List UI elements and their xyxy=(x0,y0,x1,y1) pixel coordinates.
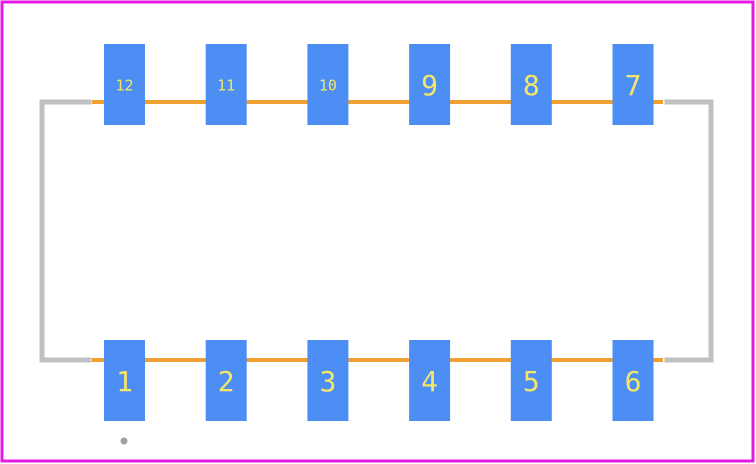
pad-4-label: 4 xyxy=(421,365,438,398)
pad-6-label: 6 xyxy=(625,365,642,398)
pad-1-copper xyxy=(104,340,145,421)
pad-2-copper xyxy=(205,340,247,421)
pad-8: 8 xyxy=(510,44,552,125)
pad-11: 11 xyxy=(205,44,247,125)
pad-1: 1 xyxy=(104,340,145,421)
pad-6-copper xyxy=(612,340,654,421)
pad-7: 7 xyxy=(612,44,654,125)
pad-10-label: 10 xyxy=(319,77,337,95)
pad-12: 12 xyxy=(104,44,145,125)
pad-7-label: 7 xyxy=(625,69,642,102)
pad-2: 2 xyxy=(205,340,247,421)
pad-1-label: 1 xyxy=(116,365,133,398)
pad-2-label: 2 xyxy=(218,365,235,398)
pad-8-label: 8 xyxy=(523,69,540,102)
pad-10: 10 xyxy=(307,44,349,125)
pad-11-copper xyxy=(205,44,247,125)
pad-3-copper xyxy=(307,340,349,421)
pad-3-label: 3 xyxy=(319,365,336,398)
pad-11-label: 11 xyxy=(217,77,235,95)
pad-9-copper xyxy=(409,44,451,125)
body-outline-left xyxy=(39,99,92,363)
pad-4-copper xyxy=(409,340,451,421)
pad-9-label: 9 xyxy=(421,69,438,102)
pad-6: 6 xyxy=(612,340,654,421)
body-outline xyxy=(39,99,714,363)
pad-5-label: 5 xyxy=(523,365,540,398)
pad-5: 5 xyxy=(510,340,552,421)
pad-5-copper xyxy=(510,340,552,421)
pad-12-copper xyxy=(104,44,145,125)
pad-row-bottom: 1 2 3 4 5 6 xyxy=(104,340,654,421)
traces xyxy=(92,100,663,362)
pad-8-copper xyxy=(510,44,552,125)
pad-7-copper xyxy=(612,44,654,125)
pin1-marker-dot xyxy=(120,437,128,445)
pad-3: 3 xyxy=(307,340,349,421)
body-outline-right xyxy=(664,99,714,363)
pad-row-top: 12 11 10 9 8 7 xyxy=(104,44,654,125)
pad-9: 9 xyxy=(409,44,451,125)
pad-10-copper xyxy=(307,44,349,125)
pad-4: 4 xyxy=(409,340,451,421)
pad-12-label: 12 xyxy=(115,77,133,95)
